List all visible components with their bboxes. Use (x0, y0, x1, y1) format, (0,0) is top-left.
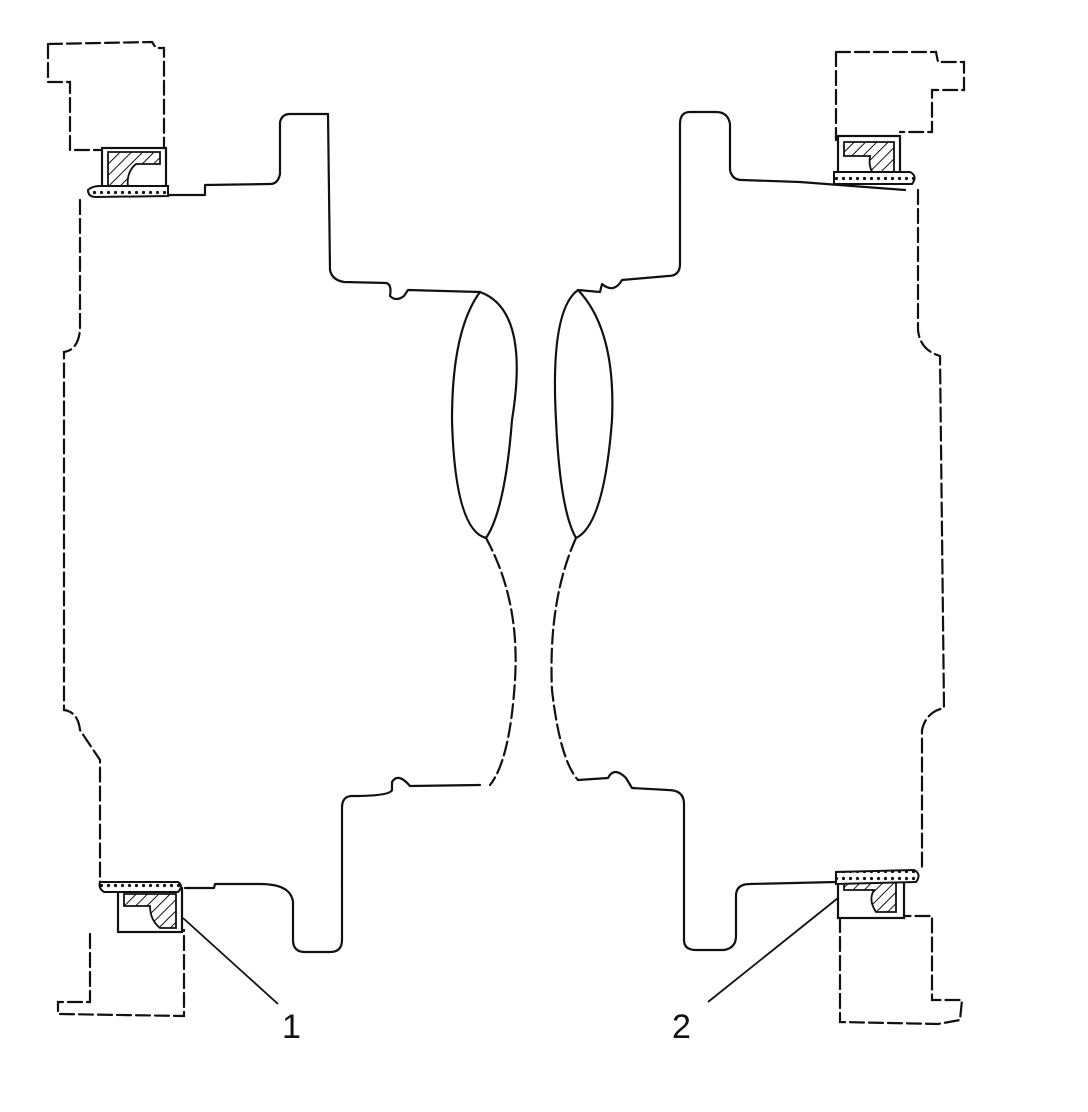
left-assembly: 1 (46, 40, 518, 1046)
left-flange-lower (484, 536, 517, 787)
right-flange-lower (550, 536, 580, 782)
right-upper-housing (834, 50, 966, 142)
right-lower-housing (838, 914, 964, 1026)
right-assembly: 2 (550, 50, 966, 1046)
left-lower-housing (56, 928, 186, 1018)
callout-number-1: 1 (282, 1008, 301, 1046)
left-shaft-body (166, 112, 482, 954)
left-flange-upper (450, 290, 518, 540)
left-upper-seal (86, 146, 169, 199)
callout-number-2: 2 (672, 1008, 691, 1046)
right-lower-seal (835, 868, 920, 920)
right-shaft-body (576, 110, 907, 952)
right-body-edge (916, 188, 946, 872)
right-upper-seal (833, 134, 916, 185)
leader-line-2 (707, 897, 839, 1003)
left-body-edge (62, 198, 102, 884)
left-lower-seal (98, 881, 184, 934)
right-flange-upper (553, 288, 614, 540)
leader-line-1 (182, 917, 279, 1005)
left-upper-housing (46, 40, 166, 162)
